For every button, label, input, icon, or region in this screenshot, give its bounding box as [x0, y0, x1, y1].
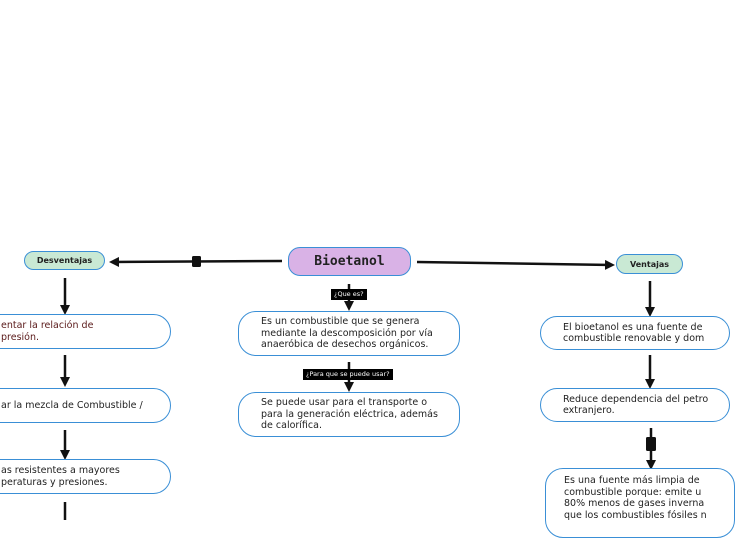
square-marker-icon [646, 437, 656, 451]
node-ventaja-3[interactable]: Es una fuente más limpia de combustible … [545, 468, 735, 538]
node-ventaja-2-text: Reduce dependencia del petro extranjero. [563, 393, 709, 417]
node-desventaja-1[interactable]: entar la relación de presión. [0, 314, 171, 349]
branch-desventajas-label: Desventajas [36, 256, 93, 265]
link-label-que-es: ¿Que es? [331, 289, 367, 300]
node-para-que[interactable]: Se puede usar para el transporte o para … [238, 392, 460, 437]
connector-to-ventajas [416, 259, 615, 270]
link-label-para-que: ¿Para que se puede usar? [303, 369, 393, 380]
square-marker-icon [192, 256, 201, 267]
central-topic[interactable]: Bioetanol [288, 247, 411, 276]
mind-map-canvas: Bioetanol Desventajas Ventajas ¿Que es? … [0, 247, 735, 538]
central-topic-label: Bioetanol [314, 254, 385, 269]
node-ventaja-1[interactable]: El bioetanol es una fuente de combustibl… [540, 316, 730, 350]
node-desventaja-1-text: entar la relación de presión. [1, 320, 94, 343]
node-ventaja-2[interactable]: Reduce dependencia del petro extranjero. [540, 388, 730, 422]
node-ventaja-1-text: El bioetanol es una fuente de combustibl… [563, 321, 705, 345]
node-para-que-text: Se puede usar para el transporte o para … [261, 397, 438, 432]
node-desventaja-2[interactable]: ar la mezcla de Combustible / [0, 388, 171, 423]
branch-ventajas[interactable]: Ventajas [616, 254, 683, 274]
node-que-es[interactable]: Es un combustible que se genera mediante… [238, 311, 460, 356]
node-que-es-text: Es un combustible que se genera mediante… [261, 316, 433, 351]
branch-desventajas[interactable]: Desventajas [24, 251, 105, 270]
branch-ventajas-label: Ventajas [630, 259, 669, 269]
node-desventaja-3-text: as resistentes a mayores peraturas y pre… [1, 465, 120, 488]
node-ventaja-3-text: Es una fuente más limpia de combustible … [564, 475, 707, 521]
node-desventaja-3[interactable]: as resistentes a mayores peraturas y pre… [0, 459, 171, 494]
node-desventaja-2-text: ar la mezcla de Combustible / [1, 399, 143, 411]
